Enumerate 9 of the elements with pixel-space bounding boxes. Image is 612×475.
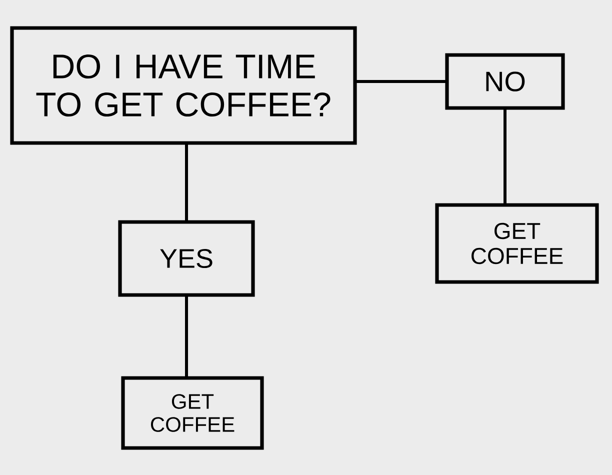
action-box: GET COFFEE	[121, 376, 264, 450]
option-box: YES	[118, 220, 255, 297]
action-box: GET COFFEE	[435, 203, 599, 284]
option-box: NO	[445, 53, 565, 110]
question-box: DO I HAVE TIME TO GET COFFEE?	[10, 26, 357, 145]
connector-line	[185, 143, 188, 222]
connector-line	[185, 295, 188, 378]
connector-line	[504, 108, 506, 205]
connector-line	[355, 80, 447, 83]
